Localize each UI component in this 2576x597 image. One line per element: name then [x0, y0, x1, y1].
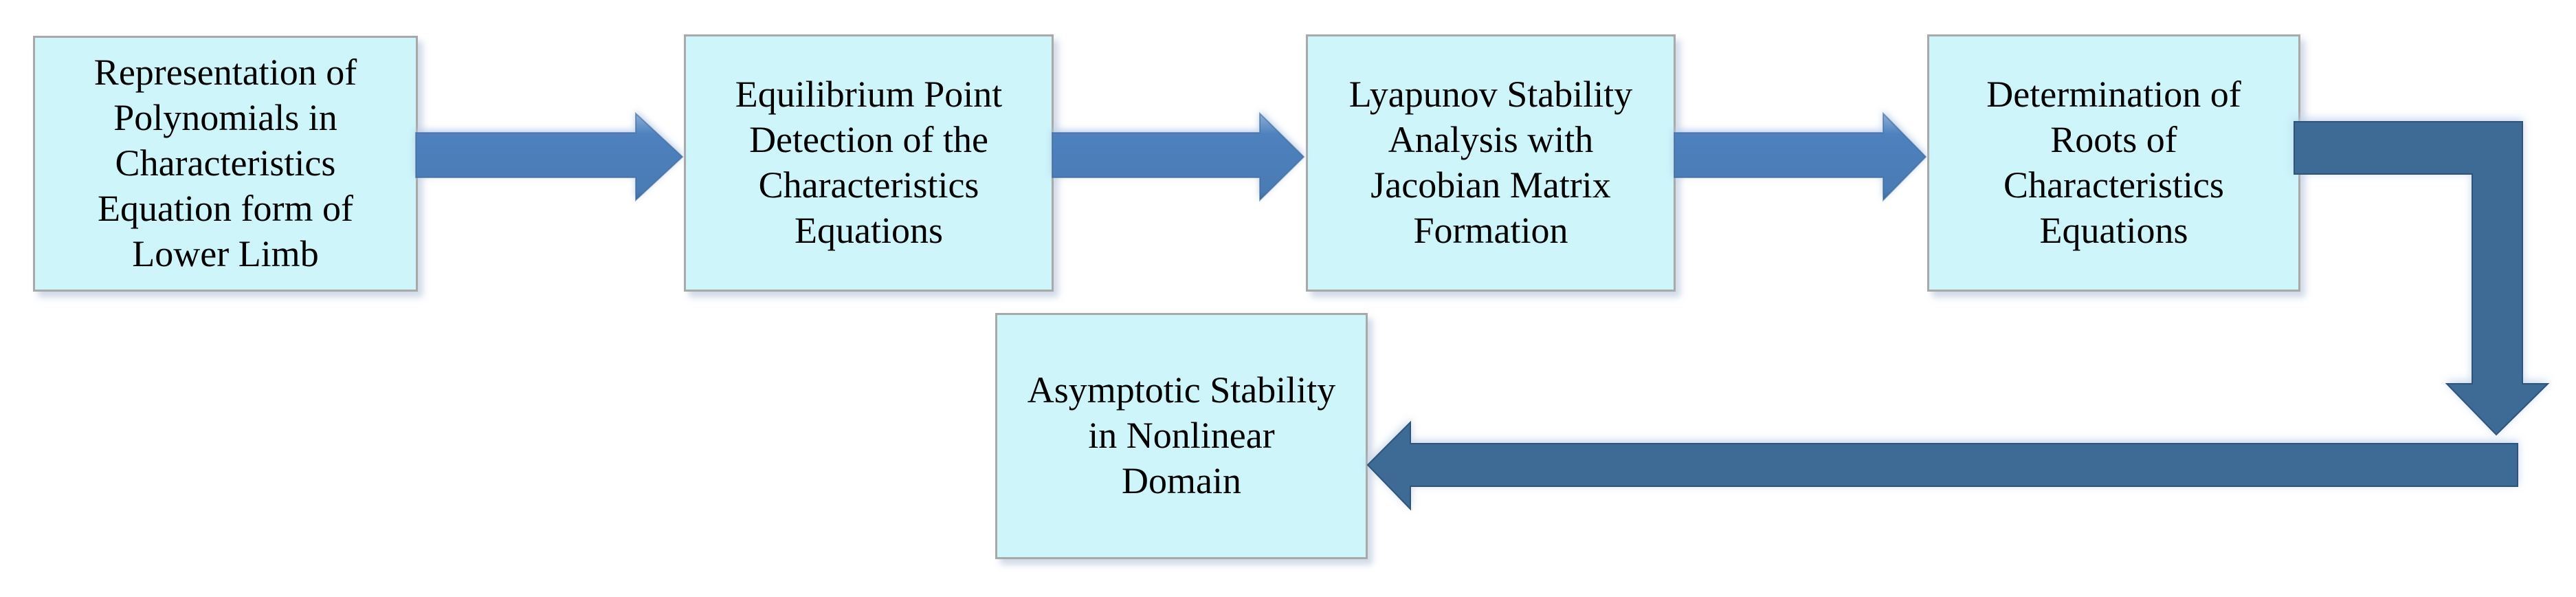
flow-box-label: Determination of Roots of Characteristic… — [1986, 74, 2241, 251]
flow-box-lyapunov: Lyapunov Stability Analysis with Jacobia… — [1306, 34, 1676, 292]
flow-box-equilibrium: Equilibrium Point Detection of the Chara… — [684, 34, 1054, 292]
flow-arrow-right-3-icon — [1674, 111, 1927, 202]
flow-arrow-elbow-down-icon — [2294, 121, 2550, 436]
flow-box-roots: Determination of Roots of Characteristic… — [1927, 34, 2300, 292]
flow-box-representation: Representation of Polynomials in Charact… — [33, 36, 418, 292]
flow-box-label: Representation of Polynomials in Charact… — [93, 52, 357, 274]
flow-box-asymptotic: Asymptotic Stability in Nonlinear Domain — [995, 313, 1368, 559]
flow-box-label: Asymptotic Stability in Nonlinear Domain — [1027, 369, 1336, 501]
flow-arrow-left-icon — [1366, 420, 2518, 511]
flow-arrow-right-1-icon — [415, 111, 684, 202]
flow-box-label: Lyapunov Stability Analysis with Jacobia… — [1348, 74, 1633, 251]
flow-box-label: Equilibrium Point Detection of the Chara… — [735, 74, 1003, 251]
flow-arrow-right-2-icon — [1052, 111, 1305, 202]
